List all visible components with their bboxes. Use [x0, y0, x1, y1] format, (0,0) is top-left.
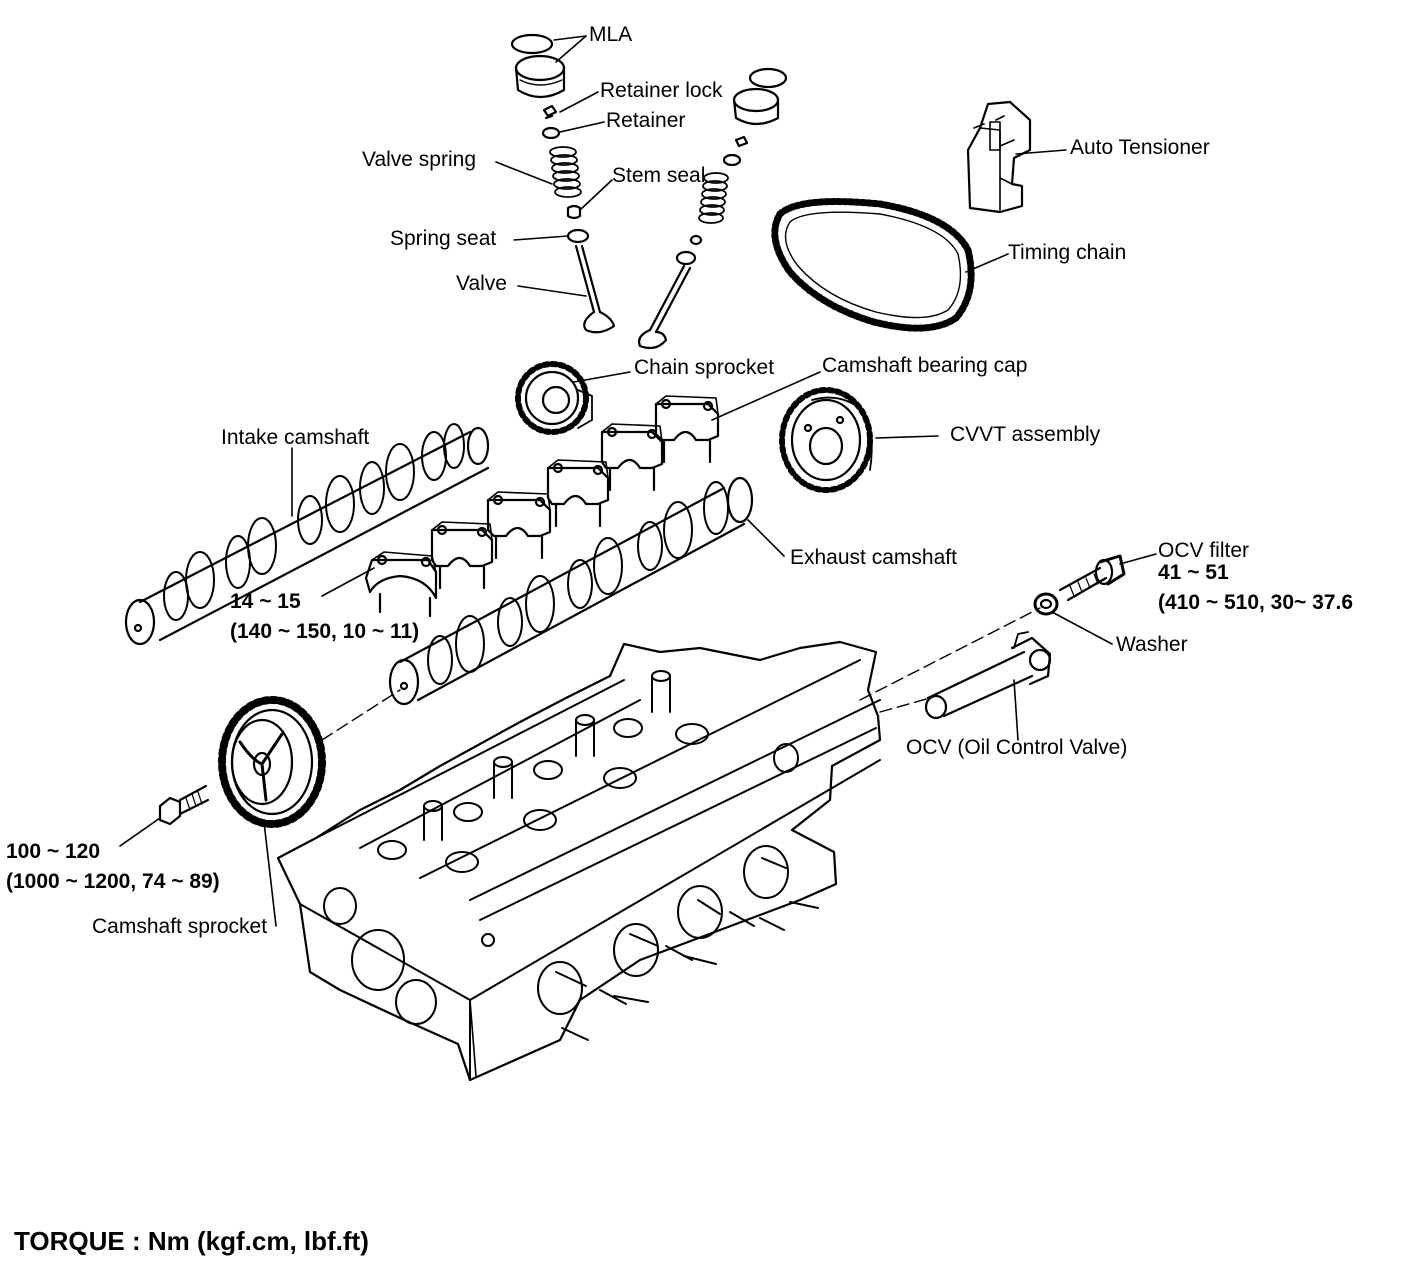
cylinder-head-part [276, 640, 882, 1082]
label-retainer-lock: Retainer lock [600, 79, 723, 102]
tappet-bores [377, 718, 799, 873]
label-ocv: OCV (Oil Control Valve) [906, 736, 1128, 759]
bearing-cap-4 [486, 491, 552, 560]
bearing-cap-6 [364, 551, 438, 618]
front-ports [323, 887, 495, 1025]
valve-train-left [510, 33, 616, 334]
retainer-right [722, 153, 742, 167]
camshaft-sprocket-part [218, 696, 326, 828]
leader-retainer-lock [559, 91, 599, 113]
leader-mla-b [555, 35, 587, 63]
label-camshaft-sprocket: Camshaft sprocket [92, 915, 268, 938]
label-spring-seat: Spring seat [390, 227, 497, 250]
label-valve-spring: Valve spring [362, 148, 477, 171]
stem-seal-left [566, 204, 582, 220]
torque-sprocket-nm: 100 ~ 120 [6, 840, 101, 863]
label-retainer: Retainer [606, 109, 686, 132]
valve-left [574, 244, 616, 334]
bearing-cap-5 [430, 521, 494, 590]
torque-ocv-filter-alt: (410 ~ 510, 30~ 37.6 [1158, 591, 1353, 614]
label-stem-seal: Stem seal [612, 164, 706, 187]
leader-valve [517, 285, 587, 297]
timing-chain-part [771, 198, 975, 332]
label-ocv-filter: OCV filter [1158, 539, 1250, 562]
valve-right [638, 264, 692, 350]
label-washer: Washer [1116, 633, 1188, 656]
bearing-cap-1 [654, 395, 720, 464]
stem-seal-right [689, 234, 703, 246]
leader-retainer [559, 121, 605, 133]
label-mla: MLA [589, 23, 633, 46]
ocv-filter-part [1058, 554, 1126, 602]
torque-bearing-cap-nm: 14 ~ 15 [230, 590, 301, 613]
leader-ocv [1013, 679, 1019, 741]
label-camshaft-bearing-cap: Camshaft bearing cap [822, 354, 1028, 377]
leader-washer [1051, 611, 1113, 645]
label-cvvt-assembly: CVVT assembly [950, 423, 1101, 446]
leader-ocv-filter [1119, 553, 1157, 565]
mla-cap-right [748, 67, 788, 89]
chain-sprocket-part [515, 361, 593, 435]
retainer-lock-left [542, 104, 558, 120]
mla-bucket-right [732, 87, 780, 126]
leader-chain-sprocket [573, 371, 631, 383]
valve-spring-right [698, 172, 729, 224]
valve-train-right [638, 67, 788, 350]
leader-bearing-cap-torque [321, 567, 375, 597]
plug-tubes [423, 670, 671, 841]
bearing-cap-2 [600, 423, 664, 492]
label-timing-chain: Timing chain [1008, 241, 1127, 264]
label-auto-tensioner: Auto Tensioner [1070, 136, 1210, 159]
mla-bucket-left [514, 54, 566, 99]
leader-mla-a [553, 35, 587, 41]
retainer-left [541, 126, 561, 140]
washer-part [1033, 592, 1059, 616]
side-ports [537, 845, 789, 1015]
label-valve: Valve [456, 272, 507, 295]
intake-camshaft-part [124, 423, 490, 646]
assembly-lines [321, 607, 1041, 741]
auto-tensioner-part [966, 100, 1032, 214]
cvvt-assembly-part [779, 387, 873, 493]
torque-sprocket-alt: (1000 ~ 1200, 74 ~ 89) [6, 870, 220, 893]
studs [555, 857, 819, 1041]
mla-cap-left [510, 33, 554, 55]
leader-spring-seat [513, 235, 569, 241]
label-intake-camshaft: Intake camshaft [221, 426, 370, 449]
valve-spring-left [549, 146, 582, 198]
torque-bearing-cap-alt: (140 ~ 150, 10 ~ 11) [230, 620, 420, 643]
ocv-part [924, 631, 1052, 720]
torque-ocv-filter-nm: 41 ~ 51 [1158, 561, 1229, 584]
label-chain-sprocket: Chain sprocket [634, 356, 775, 379]
leader-cvvt [875, 435, 939, 439]
sprocket-bolt-part [158, 784, 210, 826]
leader-sprocket-bolt [119, 817, 161, 847]
leader-bearing-cap [711, 371, 821, 421]
spring-seat-right [675, 250, 697, 266]
label-exhaust-camshaft: Exhaust camshaft [790, 546, 957, 569]
camshaft-bearing-caps [364, 395, 720, 618]
spring-seat-left [566, 228, 590, 244]
leader-stem-seal [579, 179, 613, 211]
bearing-cap-3 [546, 459, 610, 528]
leader-timing-chain [965, 253, 1009, 273]
retainer-lock-right [734, 135, 749, 148]
leader-auto-tensioner [1015, 149, 1067, 155]
leader-lines [119, 35, 1157, 927]
leader-camshaft-sprocket [263, 821, 277, 927]
leader-exhaust-camshaft [747, 519, 785, 557]
leader-valve-spring [495, 161, 553, 185]
torque-unit-footnote: TORQUE : Nm (kgf.cm, lbf.ft) [14, 1226, 369, 1256]
exhaust-camshaft-part [388, 476, 754, 706]
